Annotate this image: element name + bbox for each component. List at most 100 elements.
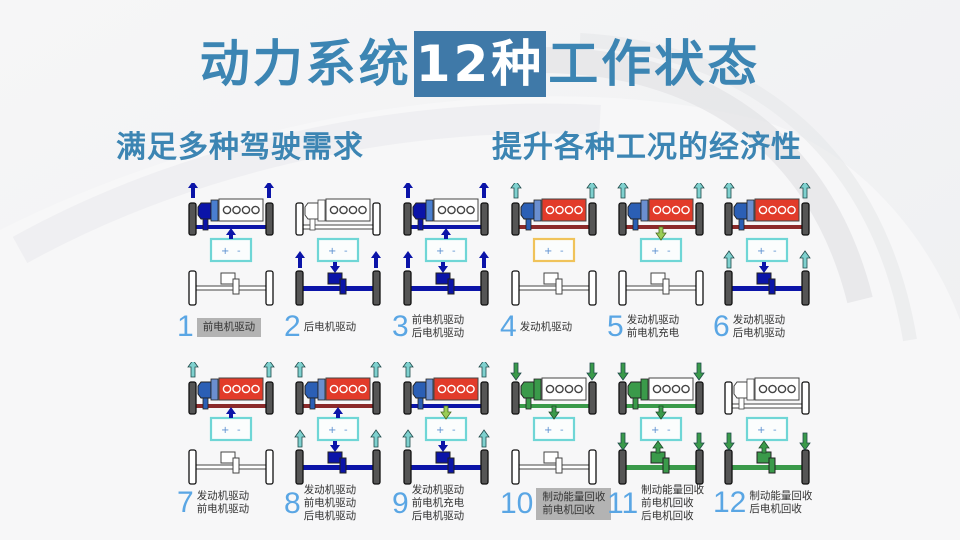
mode-diagram-10: + - (506, 362, 614, 486)
subtitle-left: 满足多种驾驶需求 (116, 130, 364, 165)
powertrain-diagram-icon: + - (188, 183, 274, 306)
mode-description-line: 发动机驱动 (196, 490, 250, 502)
svg-text:+: + (651, 246, 659, 257)
mode-description: 发动机驱动后电机驱动 (733, 314, 786, 340)
mode-caption-10: 10 制动能量回收前电机回收 (500, 487, 612, 520)
mode-description-line: 发动机驱动 (519, 320, 573, 333)
mode-diagram-1: + - (183, 183, 291, 307)
mode-description-line: 前电机驱动 (196, 503, 250, 515)
mode-description: 发动机驱动 (520, 321, 573, 334)
powertrain-diagram-icon: + - (723, 183, 811, 306)
mode-diagram-8: + - (290, 362, 398, 486)
mode-number: 8 (284, 486, 301, 520)
powertrain-diagram-icon: + - (617, 362, 705, 485)
mode-diagram-9: + - (398, 362, 506, 486)
svg-text:-: - (344, 425, 348, 436)
powertrain-diagram-icon: + - (510, 183, 598, 306)
mode-description-line: 前电机驱动 (411, 314, 465, 326)
mode-caption-1: 1 前电机驱动 (177, 310, 262, 343)
mode-diagram-6: + - (719, 183, 827, 307)
mode-description: 发动机驱动前电机驱动 (197, 490, 250, 516)
mode-diagram-12: + - (719, 362, 827, 486)
svg-text:+: + (436, 425, 444, 436)
mode-number: 3 (392, 310, 409, 343)
mode-description-line: 发动机驱动 (626, 314, 680, 326)
mode-description-line: 制动能量回收 (749, 490, 813, 502)
mode-description-line: 后电机回收 (641, 510, 694, 522)
svg-text:+: + (221, 425, 229, 436)
mode-description-line: 前电机充电 (411, 497, 465, 509)
mode-number: 2 (284, 310, 301, 343)
svg-text:-: - (452, 425, 456, 436)
powertrain-diagram-icon: + - (510, 362, 598, 485)
powertrain-diagram-icon: + - (295, 198, 381, 306)
mode-diagram-3: + - (398, 183, 506, 307)
mode-description-line: 前电机驱动 (202, 320, 256, 333)
svg-text:+: + (221, 246, 229, 257)
mode-description: 发动机驱动前电机充电 (627, 314, 680, 340)
mode-description-line: 后电机驱动 (732, 327, 786, 339)
mode-number: 10 (500, 487, 534, 520)
powertrain-diagram-icon: + - (402, 362, 490, 485)
svg-text:-: - (344, 246, 348, 257)
mode-number: 11 (607, 486, 639, 520)
mode-description-line: 前电机充电 (626, 327, 680, 339)
mode-description-line: 后电机回收 (749, 503, 802, 515)
svg-text:-: - (560, 425, 564, 436)
svg-text:-: - (237, 246, 241, 257)
mode-diagram-4: + - (506, 183, 614, 307)
svg-text:-: - (773, 425, 777, 436)
mode-description: 后电机驱动 (304, 321, 357, 334)
svg-text:+: + (757, 425, 765, 436)
mode-description-line: 后电机驱动 (411, 510, 465, 522)
svg-text:-: - (667, 425, 671, 436)
powertrain-diagram-icon: + - (294, 362, 382, 485)
mode-description: 前电机驱动后电机驱动 (412, 314, 465, 340)
mode-description-line: 后电机驱动 (303, 320, 357, 333)
mode-number: 1 (177, 310, 194, 343)
mode-number: 9 (392, 486, 409, 520)
mode-description-line: 发动机驱动 (303, 484, 357, 496)
mode-description-line: 发动机驱动 (411, 484, 465, 496)
mode-description-line: 制动能量回收 (641, 484, 705, 496)
powertrain-diagram-icon: + - (723, 377, 811, 485)
svg-text:-: - (773, 246, 777, 257)
svg-text:+: + (328, 425, 336, 436)
mode-description-line: 后电机驱动 (303, 510, 357, 522)
mode-diagram-5: + - (613, 183, 721, 307)
mode-description: 制动能量回收前电机回收后电机回收 (641, 484, 704, 523)
mode-description: 前电机驱动 (196, 317, 262, 337)
svg-text:+: + (544, 246, 552, 257)
mode-description-line: 发动机驱动 (732, 314, 786, 326)
svg-text:+: + (757, 246, 765, 257)
mode-description-line: 前电机回收 (641, 497, 694, 509)
mode-number: 5 (607, 310, 624, 343)
mode-number: 7 (177, 486, 194, 519)
title-highlight: 12种 (413, 31, 547, 97)
mode-description: 发动机驱动前电机驱动后电机驱动 (304, 484, 357, 523)
title-prefix: 动力系统 (199, 35, 412, 93)
svg-text:+: + (436, 246, 444, 257)
powertrain-diagram-icon: + - (617, 183, 705, 306)
mode-description-line: 前电机回收 (542, 504, 595, 516)
mode-diagram-7: + - (183, 362, 291, 486)
page-title: 动力系统12种工作状态 (0, 28, 960, 100)
svg-text:-: - (560, 246, 564, 257)
powertrain-diagram-icon: + - (187, 362, 275, 485)
mode-diagram-2: + - (290, 183, 398, 307)
svg-text:-: - (452, 246, 456, 257)
svg-text:+: + (651, 425, 659, 436)
mode-diagram-11: + - (613, 362, 721, 486)
mode-number: 4 (500, 310, 517, 343)
svg-text:-: - (667, 246, 671, 257)
mode-description-line: 制动能量回收 (542, 491, 606, 503)
